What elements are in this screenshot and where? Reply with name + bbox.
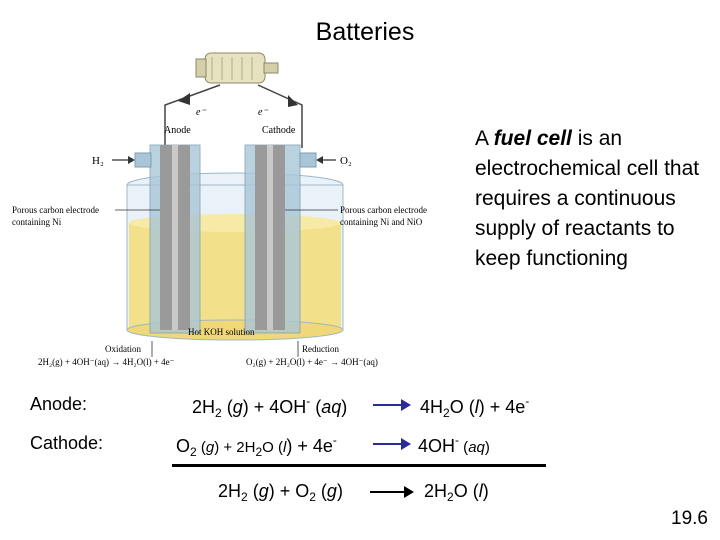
electron-label-right: e⁻ (258, 107, 268, 118)
electron-arrow-left (178, 93, 190, 105)
cathode-products: 4OH- (aq) (418, 433, 490, 456)
anode-tube (134, 144, 201, 334)
electron-label-left: e⁻ (196, 107, 206, 118)
right-electrode-label-2: containing Ni and NiO (340, 217, 423, 227)
h2-label: H₂ (92, 155, 104, 167)
o2-label: O₂ (340, 155, 352, 167)
oxidation-equation: 2H₂(g) + 4OH⁻(aq) → 4H₂O(l) + 4e⁻ (38, 357, 175, 367)
wire-right (257, 84, 303, 148)
cathode-tube (244, 144, 317, 334)
cathode-figure-label: Cathode (262, 125, 296, 136)
cathode-row-label: Cathode: (30, 433, 104, 453)
overall-reactants: 2H2 (g) + O2 (g) (218, 481, 343, 504)
left-electrode-label-1: Porous carbon electrode (12, 205, 99, 215)
desc-term: fuel cell (493, 127, 572, 150)
sum-rule (172, 464, 546, 467)
fuel-cell-diagram: e⁻ e⁻ H₂ O₂ Anode Cathode Porous carbon … (12, 52, 427, 367)
anode-reaction-arrow (373, 399, 411, 411)
anode-products: 4H2O (l) + 4e- (420, 394, 530, 420)
anode-figure-label: Anode (164, 125, 191, 136)
overall-reaction-arrow (370, 486, 414, 498)
reduction-equation: O₂(g) + 2H₂O(l) + 4e⁻ → 4OH⁻(aq) (246, 357, 378, 367)
electron-arrow-right (288, 95, 298, 107)
motor-icon (195, 52, 279, 84)
left-electrode-label-2: containing Ni (12, 217, 62, 227)
desc-prefix: A (475, 127, 494, 150)
desc-suffix: is an electrochemical cell that requires… (475, 127, 700, 270)
wire-left (164, 84, 221, 148)
fuel-cell-description: A fuel cell is an electrochemical cell t… (475, 124, 715, 274)
anode-row-label: Anode: (30, 394, 88, 414)
cathode-reaction-arrow (373, 438, 411, 450)
right-electrode-label-1: Porous carbon electrode (340, 205, 427, 215)
page-number: 19.6 (671, 508, 708, 529)
anode-reactants: 2H2 (g) + 4OH- (aq) (192, 394, 348, 420)
cathode-reactants: O2 (g) + 2H2O (l) + 4e- (176, 433, 337, 459)
reduction-label: Reduction (302, 344, 339, 354)
slide-title: Batteries (315, 18, 415, 46)
oxidation-label: Oxidation (105, 344, 141, 354)
koh-label: Hot KOH solution (188, 327, 255, 337)
overall-products: 2H2O (l) (424, 481, 489, 504)
